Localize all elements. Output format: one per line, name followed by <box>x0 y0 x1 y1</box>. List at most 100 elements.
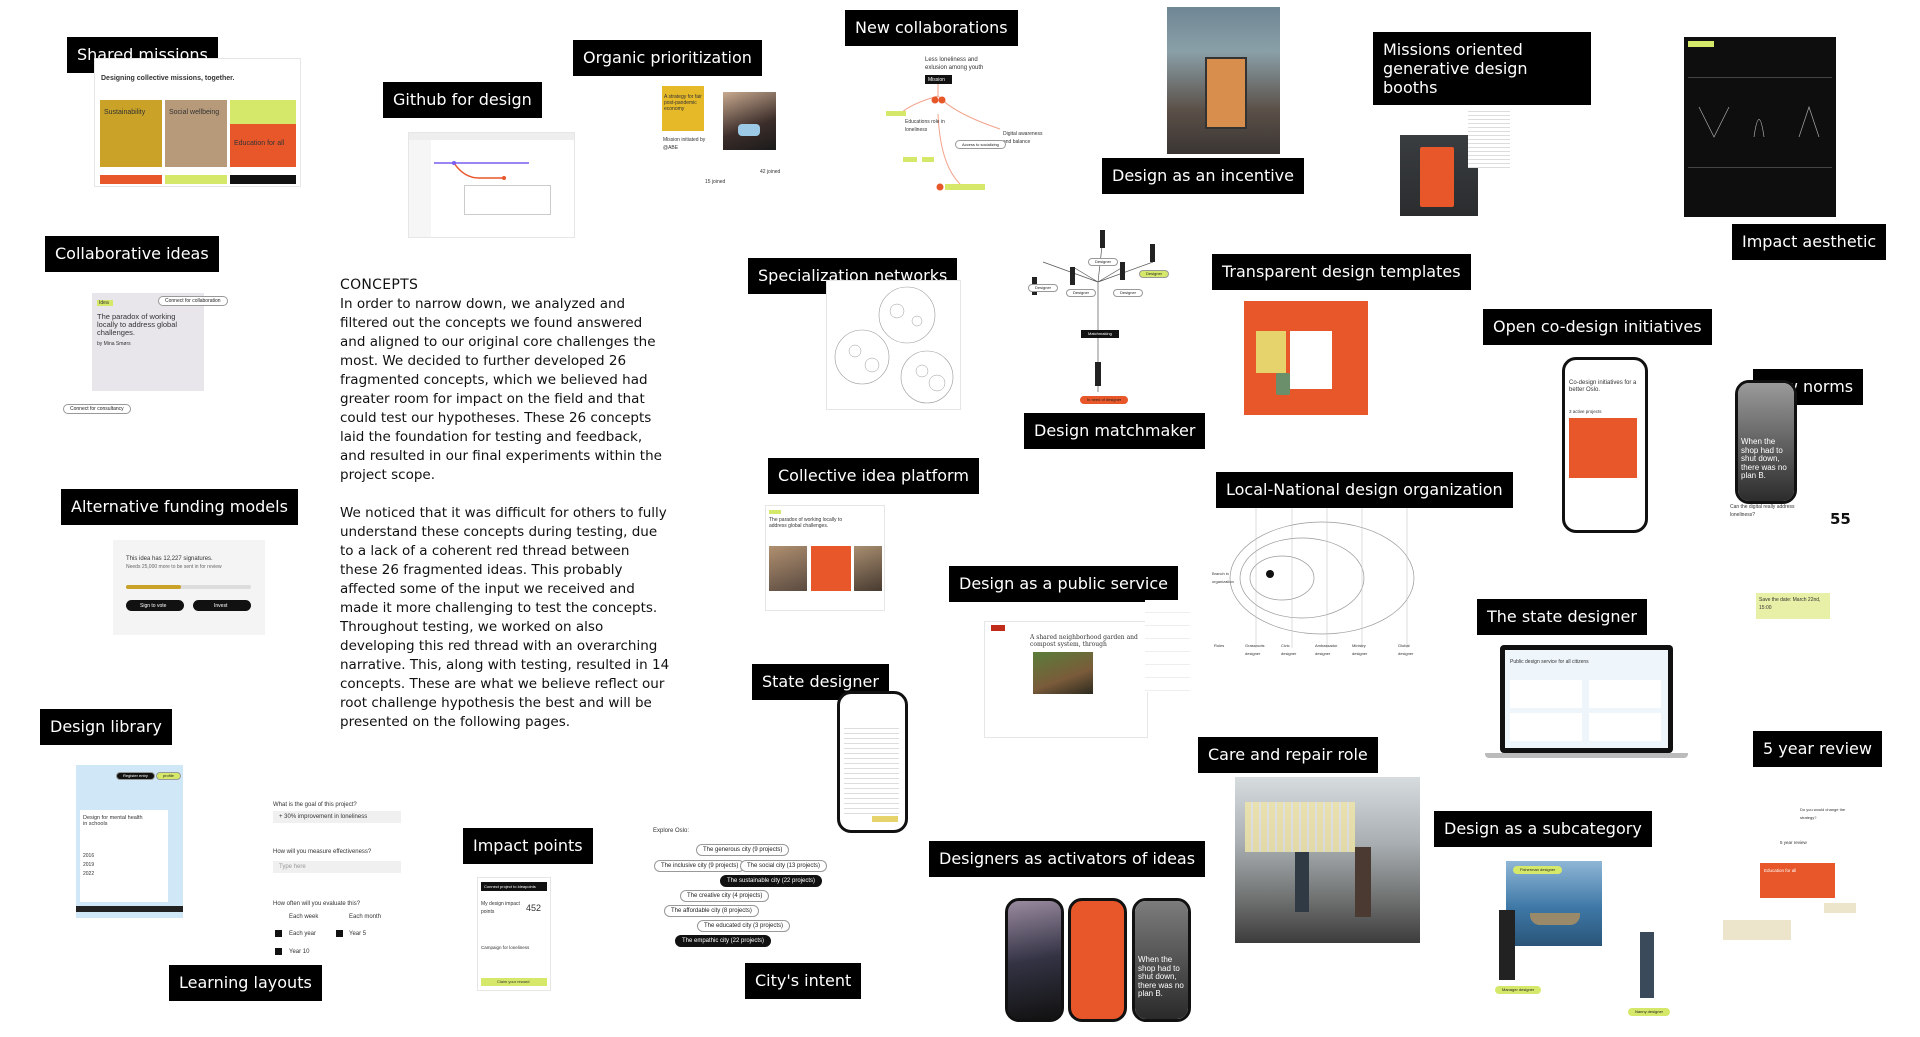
tag-fisherman: Fisherman designer <box>1513 866 1563 874</box>
collab-node-digital: Digital awareness and balance <box>1003 131 1043 145</box>
learning-a2-field[interactable]: Type here <box>273 861 401 873</box>
library-title: Design for mental health in schools <box>83 815 143 827</box>
sign-to-vote-button[interactable]: Sign to vote <box>126 600 184 611</box>
concepts-paragraph-1: In order to narrow down, we analyzed and… <box>340 296 662 483</box>
concepts-paragraph-2: We noticed that it was difficult for oth… <box>340 505 670 730</box>
state-designer-laptop: Public design service for all citizens <box>1500 645 1673 753</box>
mission-col-label: Sustainability <box>104 109 146 116</box>
invest-button[interactable]: Invest <box>193 600 251 611</box>
checkbox-year-5[interactable] <box>336 930 343 937</box>
checkbox-each-week[interactable] <box>275 913 282 920</box>
opt-each-month: Each month <box>349 914 382 920</box>
learning-q3: How often will you evaluate this? <box>273 901 361 907</box>
state-designer-phone <box>837 691 908 833</box>
activator-phone-3: When the shop had to shut down, there wa… <box>1132 898 1191 1022</box>
local-role-4: Ministry designer <box>1352 643 1368 656</box>
claim-reward-button[interactable]: Claim your reward <box>481 978 547 986</box>
city-item-educated[interactable]: The educated city (3 projects) <box>697 920 791 932</box>
cip-photo-1 <box>769 546 807 591</box>
care-repair-photo <box>1235 777 1420 943</box>
library-year-1: 2016 <box>83 853 95 859</box>
tag-manager: Manager designer <box>1495 986 1542 994</box>
impact-points-card: Connect project to ideapoints My design … <box>478 878 550 990</box>
city-intent-title: Explore Oslo: <box>653 828 690 834</box>
mission-bar-1 <box>100 175 162 184</box>
organic-card-yellow: A strategy for fair post-pandemic econom… <box>662 86 704 131</box>
template-card <box>1256 331 1286 373</box>
laptop-card-3 <box>1510 713 1582 741</box>
city-item-creative[interactable]: The creative city (4 projects) <box>680 890 770 902</box>
norms-photo <box>1738 383 1794 501</box>
five-year-question: Do you would change the strategy? <box>1800 807 1846 820</box>
local-role-5: Global designer <box>1398 643 1414 656</box>
subcategory-boat-photo <box>1506 861 1602 946</box>
booth-text-sheet <box>1468 108 1510 168</box>
cip-photo-2 <box>854 546 882 591</box>
learning-a1-value: + 30% improvement in loneliness <box>279 814 368 820</box>
matchmaker-diagram <box>1032 230 1155 392</box>
five-year-bottom-note <box>1723 920 1791 940</box>
opt-each-week: Each week <box>289 914 319 920</box>
gh-panel <box>464 185 551 215</box>
label-state-designer: The state designer <box>1477 599 1647 635</box>
city-item-empathic[interactable]: The empathic city (22 projects) <box>675 935 772 947</box>
library-inner: Design for mental health in schools 2016… <box>80 810 168 902</box>
specialization-diagram <box>827 281 960 409</box>
opt-year-10: Year 10 <box>289 949 310 955</box>
care-person-1 <box>1295 852 1309 912</box>
checkbox-year-10[interactable] <box>275 948 282 955</box>
collective-idea-screen: The paradox of working locally to addres… <box>766 506 884 610</box>
local-role-3: Ambassador designer <box>1315 643 1338 656</box>
city-item-affordable[interactable]: The affordable city (8 projects) <box>664 905 759 917</box>
laptop-card-4 <box>1589 713 1661 741</box>
city-item-generous[interactable]: The generous city (9 projects) <box>696 844 790 856</box>
collab-top-text: Less loneliness and exlusion among youth <box>925 57 984 71</box>
checkbox-each-year[interactable] <box>275 930 282 937</box>
concepts-title: CONCEPTS <box>340 277 419 293</box>
gh-sidebar <box>409 140 431 237</box>
label-alternative-funding: Alternative funding models <box>61 489 298 525</box>
five-year-orange-text: Education for all <box>1764 868 1797 873</box>
designer-tag-4: Designer <box>1113 289 1144 297</box>
impact-header-bar: Connect project to ideapoints <box>481 882 547 891</box>
mission-bar-2 <box>165 175 227 184</box>
label-subcategory: Design as a subcategory <box>1434 811 1652 847</box>
codesign-sub: 3 active projects <box>1569 409 1602 414</box>
local-role-2: Civic designer <box>1281 643 1297 656</box>
mission-col-sustainability: Sustainability <box>100 100 162 167</box>
label-public-service: Design as a public service <box>949 566 1178 602</box>
collaborative-idea-card: Idea The paradox of working locally to a… <box>92 293 204 391</box>
collab-tag: Idea <box>97 300 113 306</box>
activator-photo-1 <box>1008 901 1061 1019</box>
city-item-social[interactable]: The social city (13 projects) <box>740 860 828 872</box>
boat <box>1530 913 1580 925</box>
public-service-article: A shared neighborhood garden and compost… <box>985 622 1147 737</box>
impact-header-text: Connect project to ideapoints <box>484 884 536 889</box>
shared-missions-header: Designing collective missions, together. <box>101 75 235 82</box>
library-profile-pill: profile <box>156 772 181 780</box>
activator-phone-2 <box>1068 898 1127 1022</box>
funding-card: This idea has 12,227 signatures. Needs 2… <box>113 540 265 635</box>
templates-mockup <box>1244 301 1368 415</box>
laptop-base <box>1485 753 1688 758</box>
collab-idea-title: The paradox of working locally to addres… <box>97 312 178 337</box>
label-activators: Designers as activators of ideas <box>929 841 1206 877</box>
connect-consultancy-button[interactable]: Connect for consultancy <box>63 404 131 414</box>
designer-tag-3: Designer <box>1088 258 1119 266</box>
local-role-0: Roles <box>1214 643 1225 648</box>
impact-points-label: My design impact points <box>481 901 520 915</box>
label-design-matchmaker: Design matchmaker <box>1024 413 1206 449</box>
city-item-inclusive[interactable]: The inclusive city (9 projects) <box>654 860 746 872</box>
collab-green-node-4 <box>945 184 985 190</box>
gh-branch-graph <box>434 161 529 180</box>
funding-progress-fill <box>126 585 181 589</box>
norms-quote: When the shop had to shut down, there wa… <box>1741 437 1787 480</box>
city-item-sustainable[interactable]: The sustainable city (22 projects) <box>720 875 823 887</box>
collab-green-node-1 <box>886 111 906 116</box>
connect-collaboration-button[interactable]: Connect for collaboration <box>158 296 228 306</box>
collab-mission-label: Mission <box>928 77 945 83</box>
github-for-design-screen <box>409 133 574 237</box>
learning-a1-field[interactable]: + 30% improvement in loneliness <box>273 811 401 823</box>
designer-tag-2: Designer <box>1066 289 1097 297</box>
local-role-1: Grassroots designer <box>1245 643 1265 656</box>
